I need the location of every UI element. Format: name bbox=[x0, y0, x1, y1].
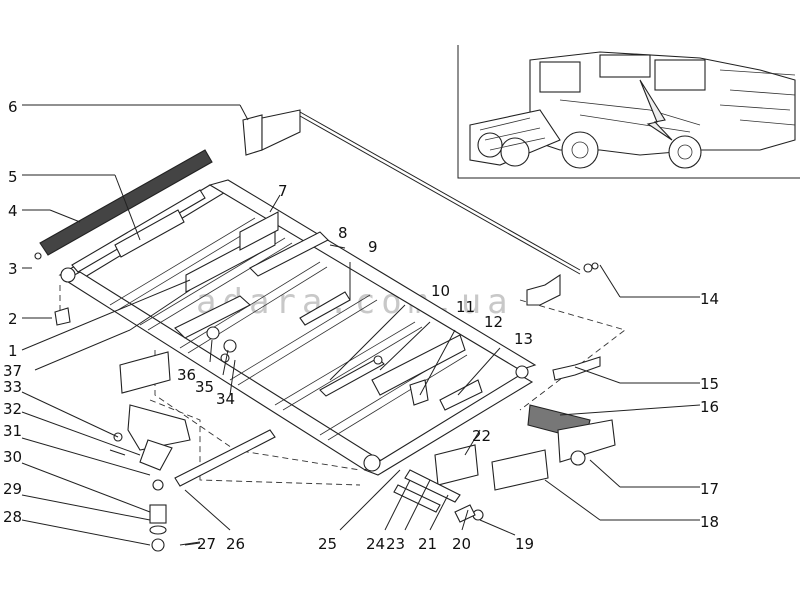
callout-34: 34 bbox=[216, 390, 235, 408]
callout-labels: 6 5 4 3 2 1 37 33 32 31 30 29 28 27 26 2… bbox=[3, 98, 719, 553]
small-parts bbox=[34, 211, 616, 552]
callout-37: 37 bbox=[3, 362, 22, 380]
callout-7: 7 bbox=[278, 182, 288, 200]
callout-24: 24 bbox=[366, 535, 385, 553]
callout-32: 32 bbox=[3, 400, 22, 418]
callout-23: 23 bbox=[386, 535, 405, 553]
callout-14: 14 bbox=[700, 290, 719, 308]
callout-31: 31 bbox=[3, 422, 22, 440]
callout-13: 13 bbox=[514, 330, 533, 348]
callout-26: 26 bbox=[226, 535, 245, 553]
callout-10: 10 bbox=[431, 282, 450, 300]
callout-27: 27 bbox=[197, 535, 216, 553]
callout-22: 22 bbox=[472, 427, 491, 445]
callout-36: 36 bbox=[177, 366, 196, 384]
inset-combine-view bbox=[457, 45, 800, 179]
callout-18: 18 bbox=[700, 513, 719, 531]
callout-25: 25 bbox=[318, 535, 337, 553]
callout-15: 15 bbox=[700, 375, 719, 393]
callout-8: 8 bbox=[338, 224, 348, 242]
callout-30: 30 bbox=[3, 448, 22, 466]
callout-6: 6 bbox=[8, 98, 18, 116]
callout-4: 4 bbox=[8, 202, 18, 220]
callout-16: 16 bbox=[700, 398, 719, 416]
callout-17: 17 bbox=[700, 480, 719, 498]
callout-9: 9 bbox=[368, 238, 378, 256]
leader-lines bbox=[21, 104, 701, 546]
callout-5: 5 bbox=[8, 168, 18, 186]
callout-1: 1 bbox=[8, 342, 18, 360]
callout-33: 33 bbox=[3, 378, 22, 396]
callout-19: 19 bbox=[515, 535, 534, 553]
callout-21: 21 bbox=[418, 535, 437, 553]
callout-35: 35 bbox=[195, 378, 214, 396]
rod-assembly bbox=[242, 109, 599, 306]
callout-29: 29 bbox=[3, 480, 22, 498]
main-frame bbox=[58, 179, 537, 476]
callout-11: 11 bbox=[456, 298, 475, 316]
callout-20: 20 bbox=[452, 535, 471, 553]
callout-3: 3 bbox=[8, 260, 18, 278]
callout-2: 2 bbox=[8, 310, 18, 328]
callout-12: 12 bbox=[484, 313, 503, 331]
callout-28: 28 bbox=[3, 508, 22, 526]
